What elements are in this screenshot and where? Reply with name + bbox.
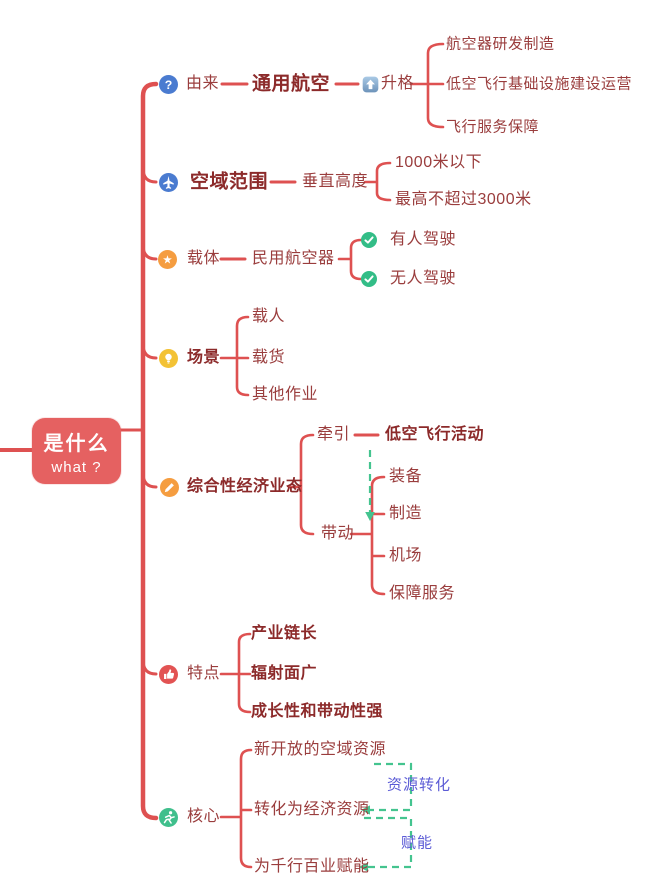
branch-label-carrier[interactable]: 载体 (187, 250, 221, 267)
question-icon: ? (159, 75, 178, 94)
lightbulb-icon (159, 349, 178, 368)
branch-label-scenario[interactable]: 场景 (187, 349, 221, 366)
runner-icon (159, 808, 178, 827)
node-pull[interactable]: 牵引 (317, 426, 351, 443)
leaf-economic-resource[interactable]: 转化为经济资源 (254, 801, 370, 818)
leaf-unmanned[interactable]: 无人驾驶 (390, 270, 457, 287)
leaf-cargo[interactable]: 载货 (252, 349, 286, 366)
leaf-support-service[interactable]: 保障服务 (389, 585, 456, 602)
branch-label-core[interactable]: 核心 (187, 808, 221, 825)
leaf-manufacturing[interactable]: 制造 (389, 505, 423, 522)
svg-text:?: ? (165, 78, 173, 92)
leaf-airspace-resource[interactable]: 新开放的空域资源 (254, 741, 387, 758)
node-vertical-height[interactable]: 垂直高度 (302, 173, 369, 190)
airplane-icon (159, 173, 178, 192)
leaf-infrastructure[interactable]: 低空飞行基础设施建设运营 (446, 75, 633, 93)
check-icon (361, 271, 377, 287)
thumbs-up-icon (159, 665, 178, 684)
check-icon (361, 232, 377, 248)
branch-label-features[interactable]: 特点 (187, 665, 221, 682)
node-low-altitude-activity[interactable]: 低空飞行活动 (385, 426, 485, 443)
annotation-empower: 赋能 (401, 834, 434, 852)
leaf-passenger[interactable]: 载人 (252, 308, 286, 325)
leaf-equipment[interactable]: 装备 (389, 468, 423, 485)
pencil-icon (160, 478, 179, 497)
branch-label-origin[interactable]: 由来 (186, 75, 220, 92)
leaf-growth-drive[interactable]: 成长性和带动性强 (251, 703, 384, 720)
node-civil-aircraft[interactable]: 民用航空器 (252, 250, 335, 267)
branch-label-economy[interactable]: 综合性经济业态 (187, 478, 303, 495)
branch-label-airspace[interactable]: 空域范围 (190, 171, 269, 193)
leaf-empower-industries[interactable]: 为千行百业赋能 (254, 858, 370, 875)
node-upgrade[interactable]: 升格 (381, 75, 415, 92)
node-general-aviation[interactable]: 通用航空 (252, 73, 331, 95)
leaf-airport[interactable]: 机场 (389, 547, 423, 564)
root-subtitle: what ? (51, 458, 102, 476)
root-title: 是什么 (43, 432, 110, 455)
leaf-long-chain[interactable]: 产业链长 (251, 625, 318, 642)
leaf-flight-service[interactable]: 飞行服务保障 (446, 118, 540, 136)
leaf-below-1000m[interactable]: 1000米以下 (395, 154, 483, 171)
leaf-manned[interactable]: 有人驾驶 (390, 231, 457, 248)
leaf-wide-radiation[interactable]: 辐射面广 (251, 665, 318, 682)
leaf-max-3000m[interactable]: 最高不超过3000米 (395, 191, 532, 208)
leaf-other-operations[interactable]: 其他作业 (252, 386, 319, 403)
leaf-aircraft-rd[interactable]: 航空器研发制造 (446, 35, 555, 53)
star-icon: ★ (158, 250, 177, 269)
node-drive[interactable]: 带动 (321, 525, 355, 542)
annotation-resource-conversion: 资源转化 (387, 776, 452, 794)
up-arrow-icon (362, 76, 379, 93)
svg-text:★: ★ (162, 254, 172, 266)
root-node[interactable]: 是什么 what ? (32, 418, 121, 484)
